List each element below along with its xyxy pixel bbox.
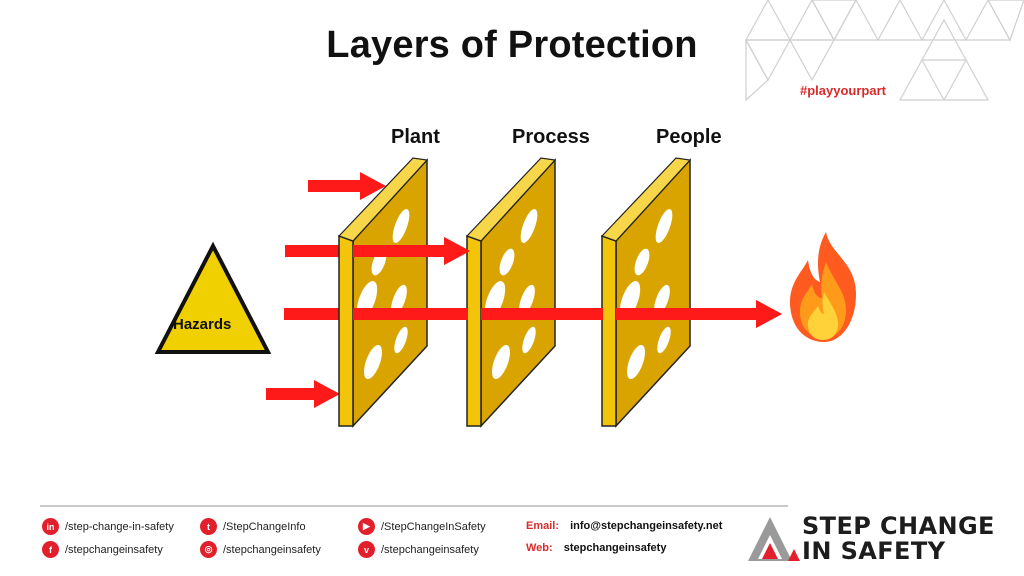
plate-hole — [626, 344, 646, 380]
social-link-vimeo[interactable]: v /stepchangeinsafety — [358, 541, 479, 558]
fire-icon — [790, 232, 856, 342]
facebook-icon: f — [42, 541, 59, 558]
vimeo-icon: v — [358, 541, 375, 558]
plate-hole — [392, 208, 410, 244]
social-link-twitter[interactable]: t /StepChangeInfo — [200, 518, 306, 535]
hashtag-label: #playyourpart — [800, 83, 886, 98]
plate-hole — [491, 344, 511, 380]
hazard-sign — [154, 241, 272, 354]
layer-plate-plant — [337, 157, 429, 428]
brand-name: STEP CHANGE IN SAFETY — [802, 514, 995, 564]
plate-hole — [655, 208, 673, 244]
youtube-icon: ▶ — [358, 518, 375, 535]
hazard-arrow — [308, 172, 386, 200]
hazard-label: Hazards — [173, 316, 232, 333]
twitter-icon: t — [200, 518, 217, 535]
contact-web[interactable]: Web: stepchangeinsafety — [526, 542, 666, 554]
social-link-text: /StepChangeInfo — [223, 520, 306, 533]
brand-logo — [748, 517, 800, 561]
plate-hole — [499, 248, 515, 276]
plate-hole — [522, 326, 536, 354]
social-link-text: /stepchangeinsafety — [65, 543, 163, 556]
instagram-icon: ◎ — [200, 541, 217, 558]
hazard-arrows-front — [353, 237, 782, 328]
web-value: stepchangeinsafety — [563, 542, 667, 554]
social-link-linkedin[interactable]: in /step-change-in-safety — [42, 518, 174, 535]
footer-divider — [40, 505, 788, 507]
linkedin-icon: in — [42, 518, 59, 535]
email-value: info@stepchangeinsafety.net — [570, 520, 723, 532]
layer-label-process: Process — [512, 126, 590, 148]
plate-hole — [520, 208, 538, 244]
plate-hole — [634, 248, 650, 276]
social-link-text: /stepchangeinsafety — [381, 543, 479, 556]
layer-plate-process — [465, 157, 557, 428]
social-link-text: /StepChangeInSafety — [381, 520, 486, 533]
email-label: Email: — [526, 520, 560, 532]
plate-hole — [519, 284, 535, 316]
layer-plate-people — [600, 157, 692, 428]
layer-label-people: People — [656, 126, 722, 148]
plate-hole — [657, 326, 671, 354]
layer-label-plant: Plant — [391, 126, 440, 148]
social-link-text: /step-change-in-safety — [65, 520, 174, 533]
social-link-youtube[interactable]: ▶ /StepChangeInSafety — [358, 518, 486, 535]
brand-line-2: IN SAFETY — [802, 537, 946, 565]
social-link-instagram[interactable]: ◎ /stepchangeinsafety — [200, 541, 321, 558]
social-link-text: /stepchangeinsafety — [223, 543, 321, 556]
protection-layers — [337, 157, 692, 428]
plate-hole — [391, 284, 407, 316]
hazard-arrow — [266, 380, 340, 408]
plate-hole — [394, 326, 408, 354]
page-title: Layers of Protection — [326, 24, 698, 66]
brand-line-1: STEP CHANGE — [802, 512, 995, 540]
plate-hole — [654, 284, 670, 316]
plate-hole — [363, 344, 383, 380]
social-link-facebook[interactable]: f /stepchangeinsafety — [42, 541, 163, 558]
triangle-pattern — [744, 0, 1024, 102]
contact-email[interactable]: Email: info@stepchangeinsafety.net — [526, 520, 722, 532]
web-label: Web: — [526, 542, 553, 554]
